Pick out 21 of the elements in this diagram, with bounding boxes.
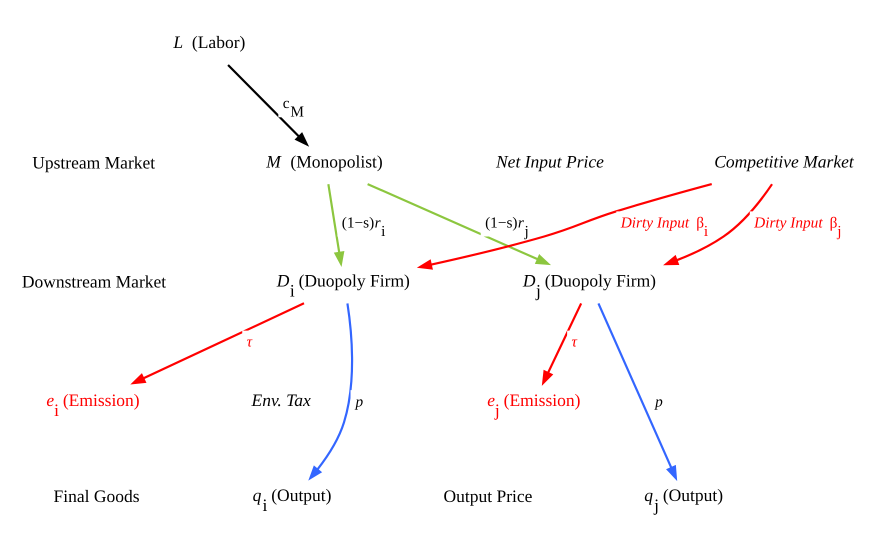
- arrow: [130, 302, 304, 384]
- edge-label: τ: [572, 334, 577, 351]
- edge-label: p: [355, 393, 364, 410]
- arrow: [367, 183, 552, 266]
- arrow: [308, 303, 354, 481]
- arrow: [542, 302, 582, 386]
- label: Output Price: [444, 486, 532, 506]
- label: Final Goods: [54, 486, 140, 506]
- node-text: M (Monopolist): [266, 151, 383, 172]
- label: Net Input Price: [496, 151, 604, 172]
- node-text: L (Labor): [173, 32, 246, 52]
- arrow: [597, 303, 678, 482]
- label: Env. Tax: [252, 390, 311, 410]
- edge-label: p: [655, 393, 663, 410]
- arrow: [663, 184, 773, 266]
- arrow: [227, 64, 310, 147]
- label: Upstream Market: [32, 152, 156, 172]
- arrow: [327, 184, 344, 267]
- node-text: Competitive Market: [714, 151, 854, 172]
- edge-label: τ: [246, 334, 252, 351]
- label: Downstream Market: [22, 272, 166, 292]
